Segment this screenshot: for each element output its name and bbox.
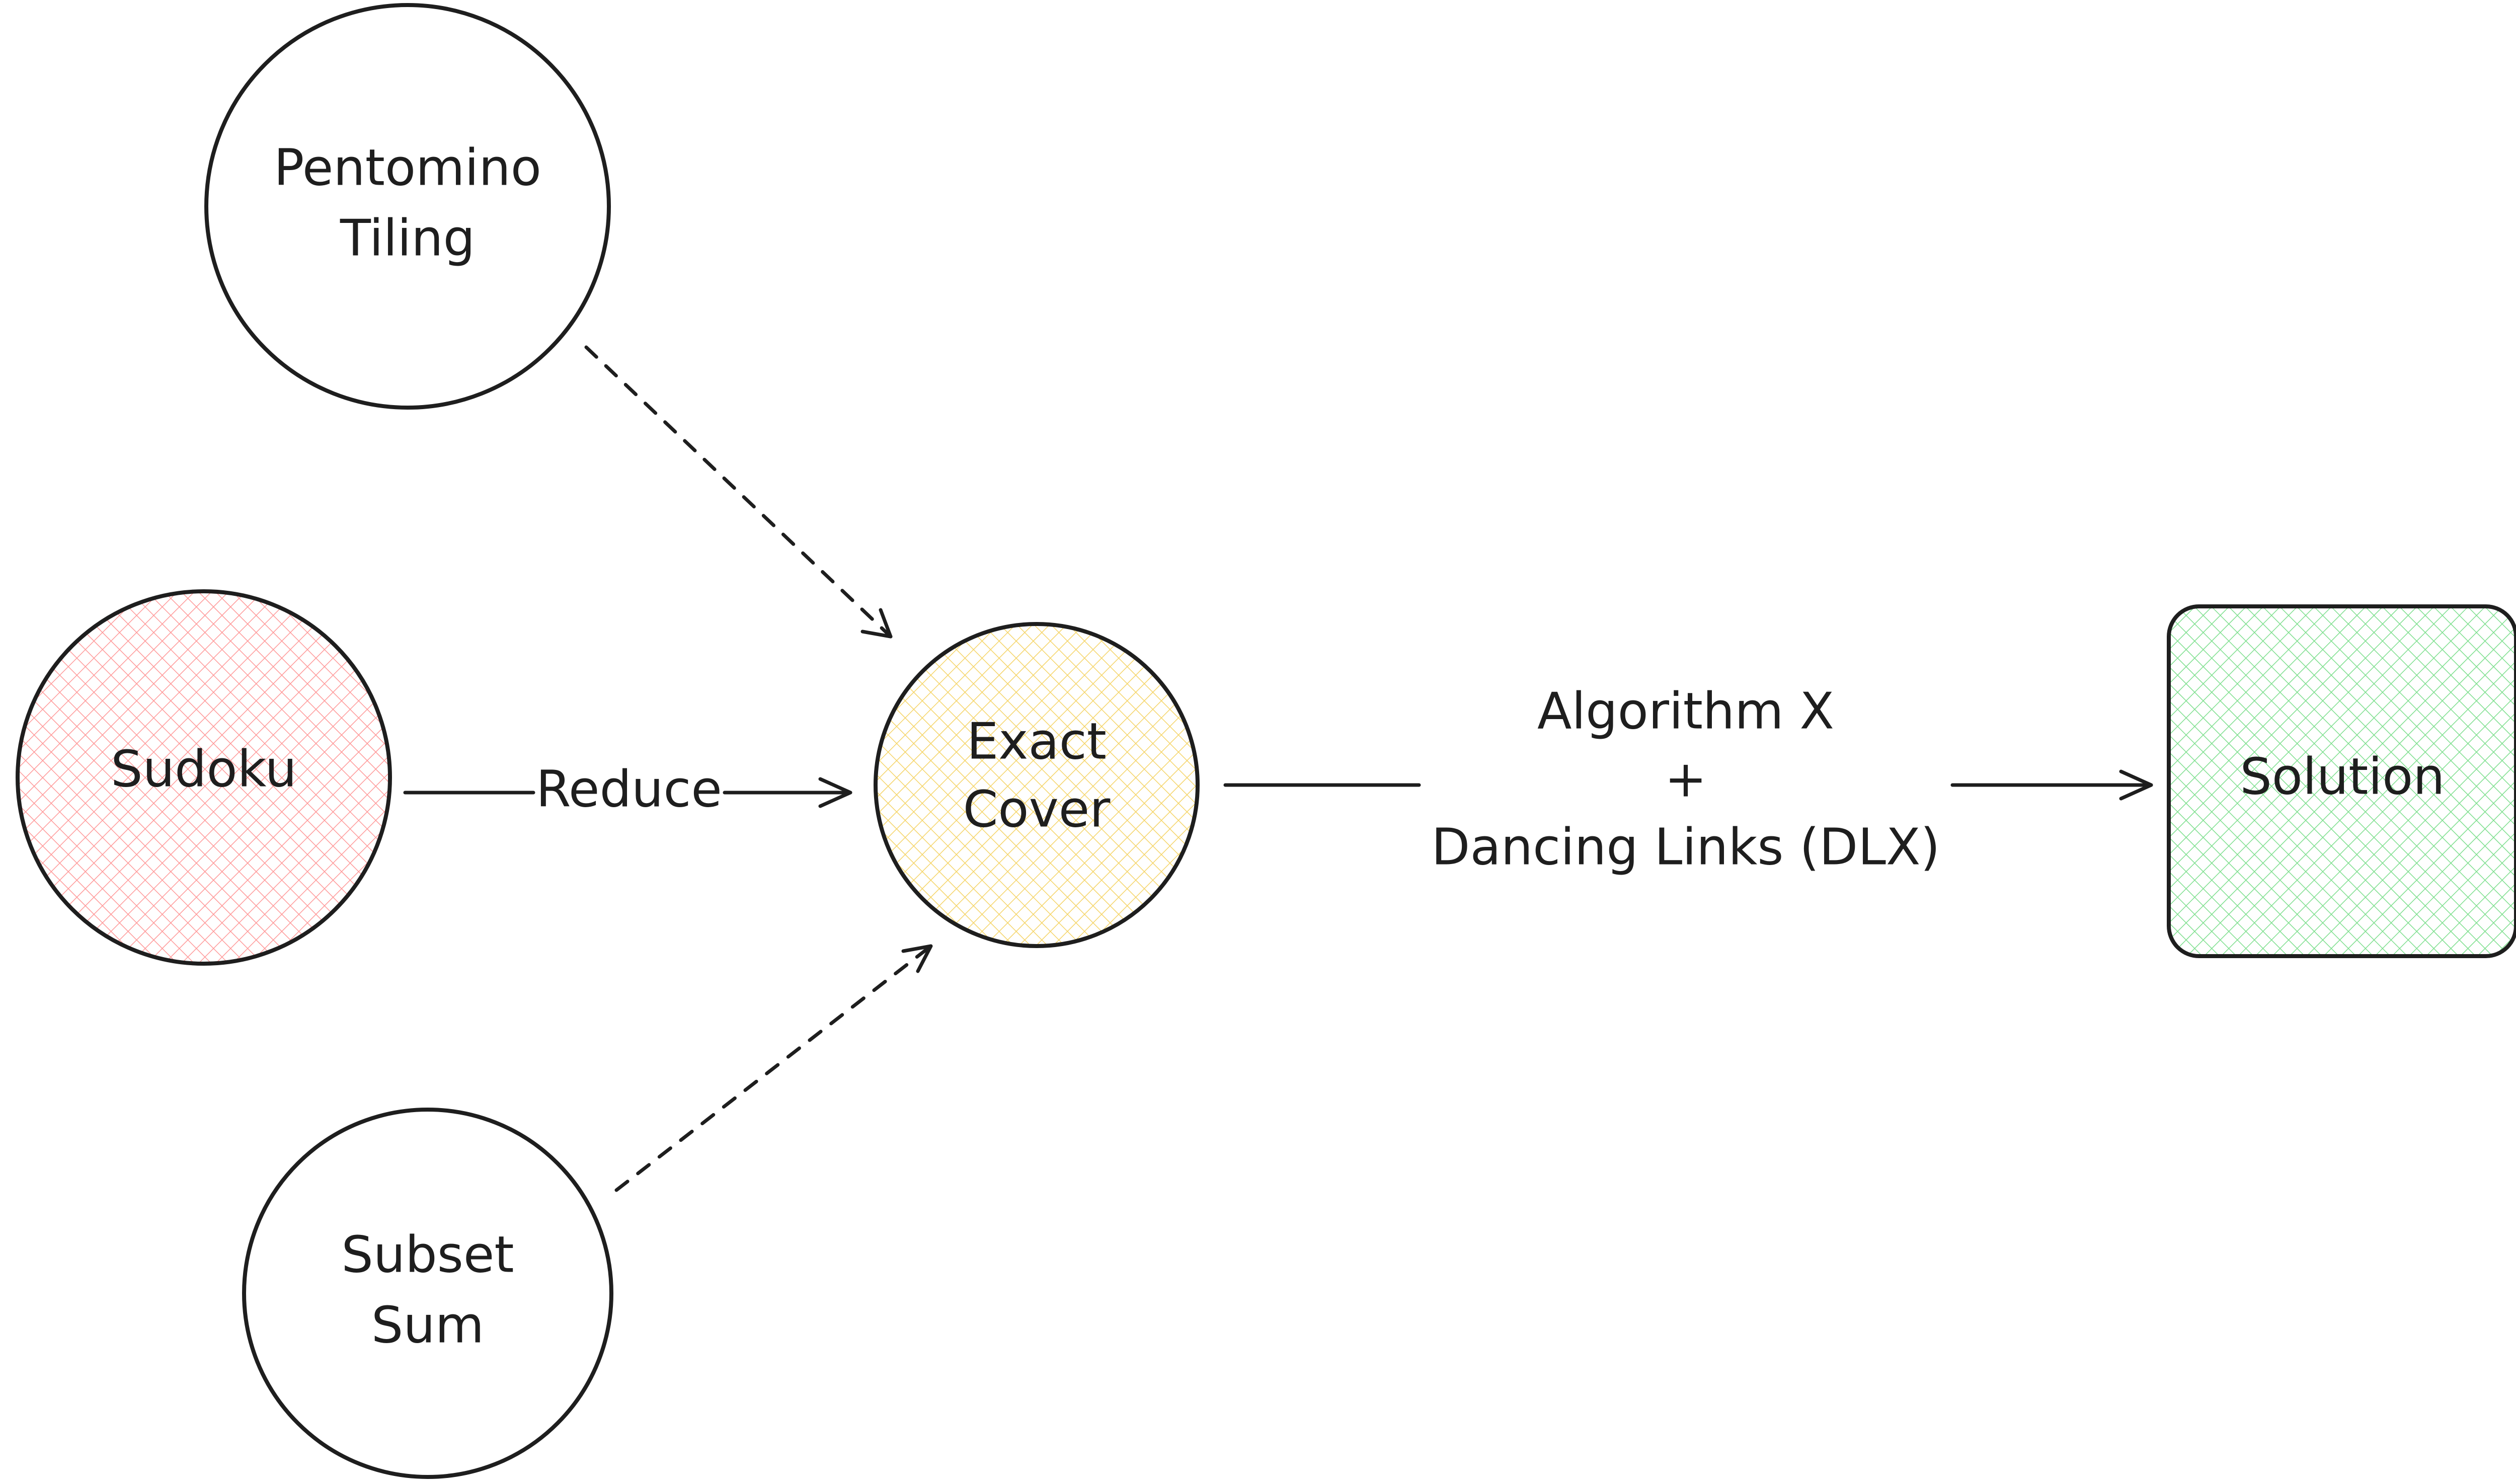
edge-subset-sum-to-exact-cover [614, 944, 933, 1192]
edge-pentomino-arrowhead [860, 608, 893, 639]
subset-sum-label-line2: Sum [371, 1295, 484, 1354]
solution-box-fill [2169, 606, 2516, 956]
edge-pentomino-to-exact-cover [584, 345, 893, 639]
edge-algorithm-label-line1: Algorithm X [1537, 681, 1834, 740]
node-exact-cover[interactable]: Exact Cover [874, 622, 1200, 948]
pentomino-label-line1: Pentomino [274, 138, 541, 197]
edge-algorithm-label-line2: + [1665, 749, 1707, 808]
edge-pentomino-line [584, 345, 893, 639]
edge-reduce-label: Reduce [536, 759, 722, 818]
pentomino-label-line2: Tiling [340, 208, 475, 267]
sudoku-circle-fill [18, 591, 390, 964]
subset-sum-label-line1: Subset [341, 1225, 514, 1284]
sudoku-circle [16, 589, 392, 966]
edge-subset-sum-arrowhead [901, 944, 933, 973]
node-pentomino-tiling[interactable]: Pentomino Tiling [204, 3, 611, 410]
solution-box [2167, 604, 2516, 958]
sudoku-label: Sudoku [111, 739, 297, 798]
edge-subset-sum-line [614, 944, 933, 1192]
edge-reduce-arrowhead [818, 777, 852, 808]
exact-cover-label-line2: Cover [963, 779, 1111, 838]
node-subset-sum[interactable]: Subset Sum [242, 1108, 613, 1479]
exact-cover-label-line1: Exact [967, 712, 1107, 770]
solution-label: Solution [2240, 747, 2445, 806]
edge-exact-cover-to-solution: Algorithm X + Dancing Links (DLX) [1223, 681, 2153, 876]
pentomino-circle [204, 3, 611, 410]
exact-cover-circle [874, 622, 1200, 948]
node-solution[interactable]: Solution [2167, 604, 2516, 958]
node-sudoku[interactable]: Sudoku [16, 589, 392, 966]
exact-cover-circle-fill [876, 624, 1198, 946]
edge-sudoku-to-exact-cover: Reduce [403, 759, 852, 818]
edge-algorithm-arrowhead [2119, 769, 2153, 801]
edge-algorithm-label-line3: Dancing Links (DLX) [1432, 817, 1940, 876]
subset-sum-circle [242, 1108, 613, 1479]
